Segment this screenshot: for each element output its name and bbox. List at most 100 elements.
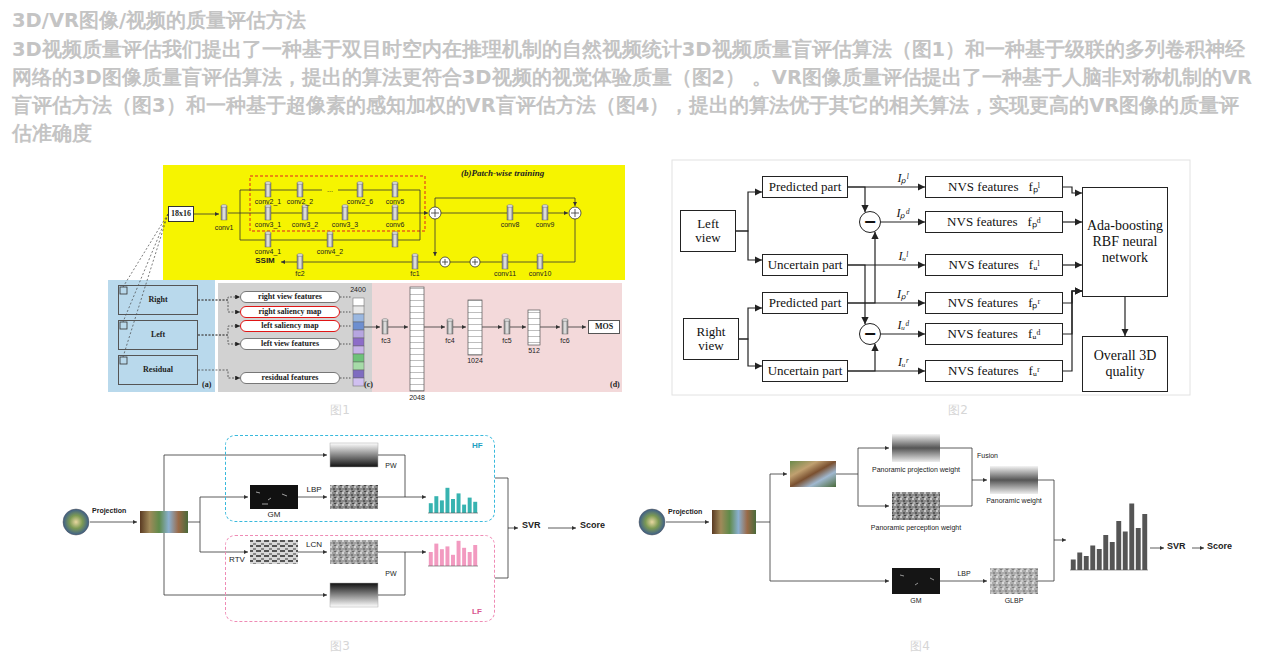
cylinder-top	[265, 205, 271, 208]
histogram-bar	[457, 493, 461, 513]
connector	[848, 344, 875, 371]
part-label: Panoramic weight	[986, 497, 1042, 504]
feature-box: NVS features fₚʳ	[925, 292, 1063, 314]
node-text: left saliency map	[261, 322, 318, 330]
part-label: conv11	[494, 270, 516, 277]
histogram-bar	[451, 499, 455, 513]
layer-cylinder	[382, 320, 388, 334]
node-text: 18x16	[171, 210, 191, 218]
feature-box: residual features	[240, 372, 340, 384]
wire	[378, 497, 426, 498]
connector	[881, 333, 925, 334]
cylinder-top	[327, 232, 333, 235]
histogram-bar	[434, 496, 438, 513]
cylinder-top	[342, 205, 348, 208]
connector	[739, 339, 762, 366]
drawing-group	[90, 455, 576, 595]
part-label: LBP	[306, 486, 321, 494]
cylinder-top	[265, 182, 271, 185]
node-text: NVS features	[948, 296, 1018, 310]
part-label: conv3_3	[332, 221, 358, 228]
histogram-bar	[457, 541, 461, 566]
part-label: GLBP	[1005, 597, 1024, 604]
node-text: Uncertain part	[768, 364, 843, 378]
histogram-bar	[473, 545, 477, 566]
node-text: (d)	[610, 381, 620, 389]
node-text: NVS features	[948, 180, 1018, 194]
part-label: GM	[910, 597, 921, 604]
layer-cylinder	[357, 183, 363, 197]
part-label: Projection	[92, 507, 126, 514]
wire	[298, 497, 327, 498]
cylinder-top	[221, 205, 227, 208]
drawing-group	[221, 182, 568, 334]
wire	[194, 214, 219, 215]
feature-box: NVS featuresfᵤᵈ	[925, 323, 1063, 345]
histogram-axis	[428, 513, 478, 514]
histogram-bar	[1110, 542, 1115, 570]
image-block	[250, 176, 425, 231]
histogram-bar	[1136, 528, 1141, 570]
histogram-bar	[473, 502, 477, 513]
part-label: conv1	[215, 224, 234, 231]
feature-segment	[353, 370, 364, 378]
wire	[972, 480, 987, 481]
histogram-bar	[462, 505, 466, 513]
wire	[540, 327, 560, 328]
wire	[200, 552, 248, 553]
wire	[431, 209, 579, 265]
part-label: SVR	[522, 521, 541, 530]
output-box: MOS	[588, 320, 620, 334]
figure-panel: (c)right view featuresright saliency map…	[218, 283, 372, 392]
wire	[378, 552, 426, 553]
saliency-box: left saliency map	[240, 320, 340, 332]
connector	[848, 302, 925, 303]
wire	[200, 497, 248, 498]
feature-segment	[353, 330, 364, 338]
part-label: RTV	[229, 556, 245, 564]
part-label: conv3_2	[292, 221, 318, 228]
cylinder-top	[382, 319, 388, 322]
histogram-bar	[468, 498, 472, 513]
edge-label: Iᵤˡ	[898, 250, 909, 264]
layer-cylinder	[504, 320, 510, 334]
layer-cylinder	[265, 183, 271, 197]
part-label: conv10	[529, 270, 552, 277]
layer-cylinder	[302, 206, 308, 220]
image-block	[120, 322, 127, 329]
wire	[435, 219, 436, 256]
connector	[848, 187, 865, 212]
wire	[228, 190, 420, 240]
feature-segment	[353, 306, 364, 314]
figure-panel: (a)RightLeftResidual	[108, 280, 215, 392]
wire	[420, 213, 428, 214]
node-text: Uncertain part	[768, 258, 843, 272]
image-block	[990, 466, 1038, 494]
histogram-bar	[440, 500, 444, 513]
part-label: Panoramic perception weight	[871, 524, 961, 531]
wire	[1054, 540, 1066, 541]
feature-segment	[353, 314, 364, 322]
node-text: (c)	[364, 381, 373, 389]
node-text: fₚʳ	[1028, 296, 1040, 310]
cylinder-top	[507, 205, 513, 208]
part-label: fc4	[445, 337, 454, 344]
edge-label: Iₚˡ	[897, 172, 910, 186]
histogram-bar	[1090, 546, 1095, 571]
node-text: NVS features	[947, 327, 1017, 341]
process-box: Predicted part	[762, 176, 848, 198]
histogram-bar	[468, 552, 472, 566]
layer-cylinder	[297, 255, 303, 269]
histogram-bar	[1116, 521, 1121, 570]
connector	[1063, 264, 1082, 265]
image-block	[330, 540, 378, 564]
node-text: MOS	[595, 323, 613, 331]
figure-caption: 图1	[330, 404, 350, 417]
node-text: right view features	[258, 293, 322, 301]
image-block	[108, 280, 215, 392]
wire	[666, 522, 709, 523]
node-text: HF	[472, 442, 483, 450]
edge-label: Iᵤʳ	[897, 356, 909, 370]
feature-segment	[353, 378, 364, 386]
connector	[198, 335, 240, 344]
